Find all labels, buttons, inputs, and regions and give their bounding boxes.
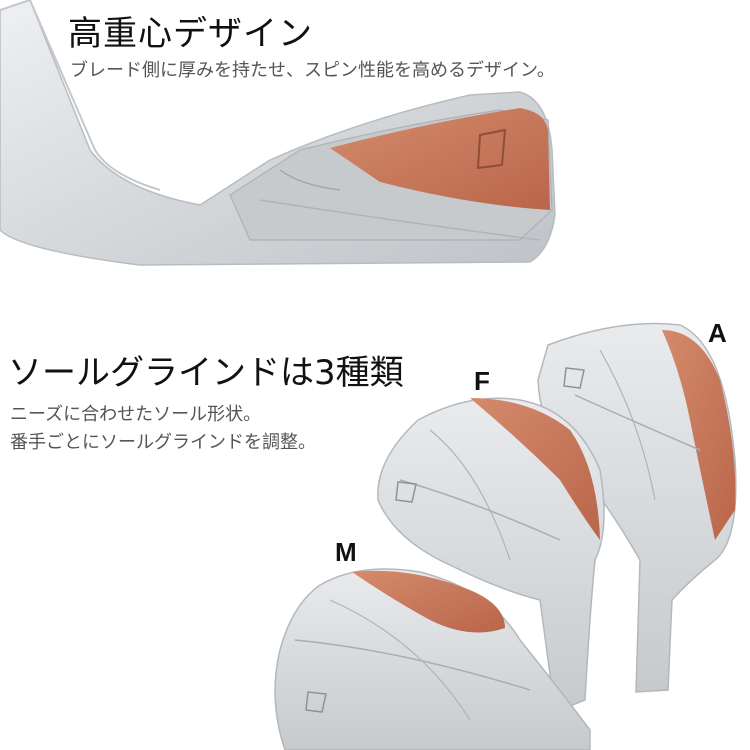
section2-title: ソールグラインドは3種類 — [8, 353, 404, 393]
wedge-m-illustration — [274, 568, 591, 750]
wedge-a-illustration — [537, 322, 737, 693]
grind-label-a: A — [708, 318, 727, 348]
grind-label-m: M — [335, 537, 357, 567]
wedge-f-illustration — [377, 397, 605, 714]
section2-line2: 番手ごとにソールグラインドを調整。 — [10, 432, 316, 453]
section1-subtitle: ブレード側に厚みを持たせ、スピン性能を高めるデザイン。 — [70, 60, 555, 81]
top-wedge-closeup — [0, 0, 556, 266]
section2-line1: ニーズに合わせたソール形状。 — [10, 404, 262, 425]
grind-label-f: F — [474, 366, 490, 396]
section1-title: 高重心デザイン — [68, 14, 313, 54]
